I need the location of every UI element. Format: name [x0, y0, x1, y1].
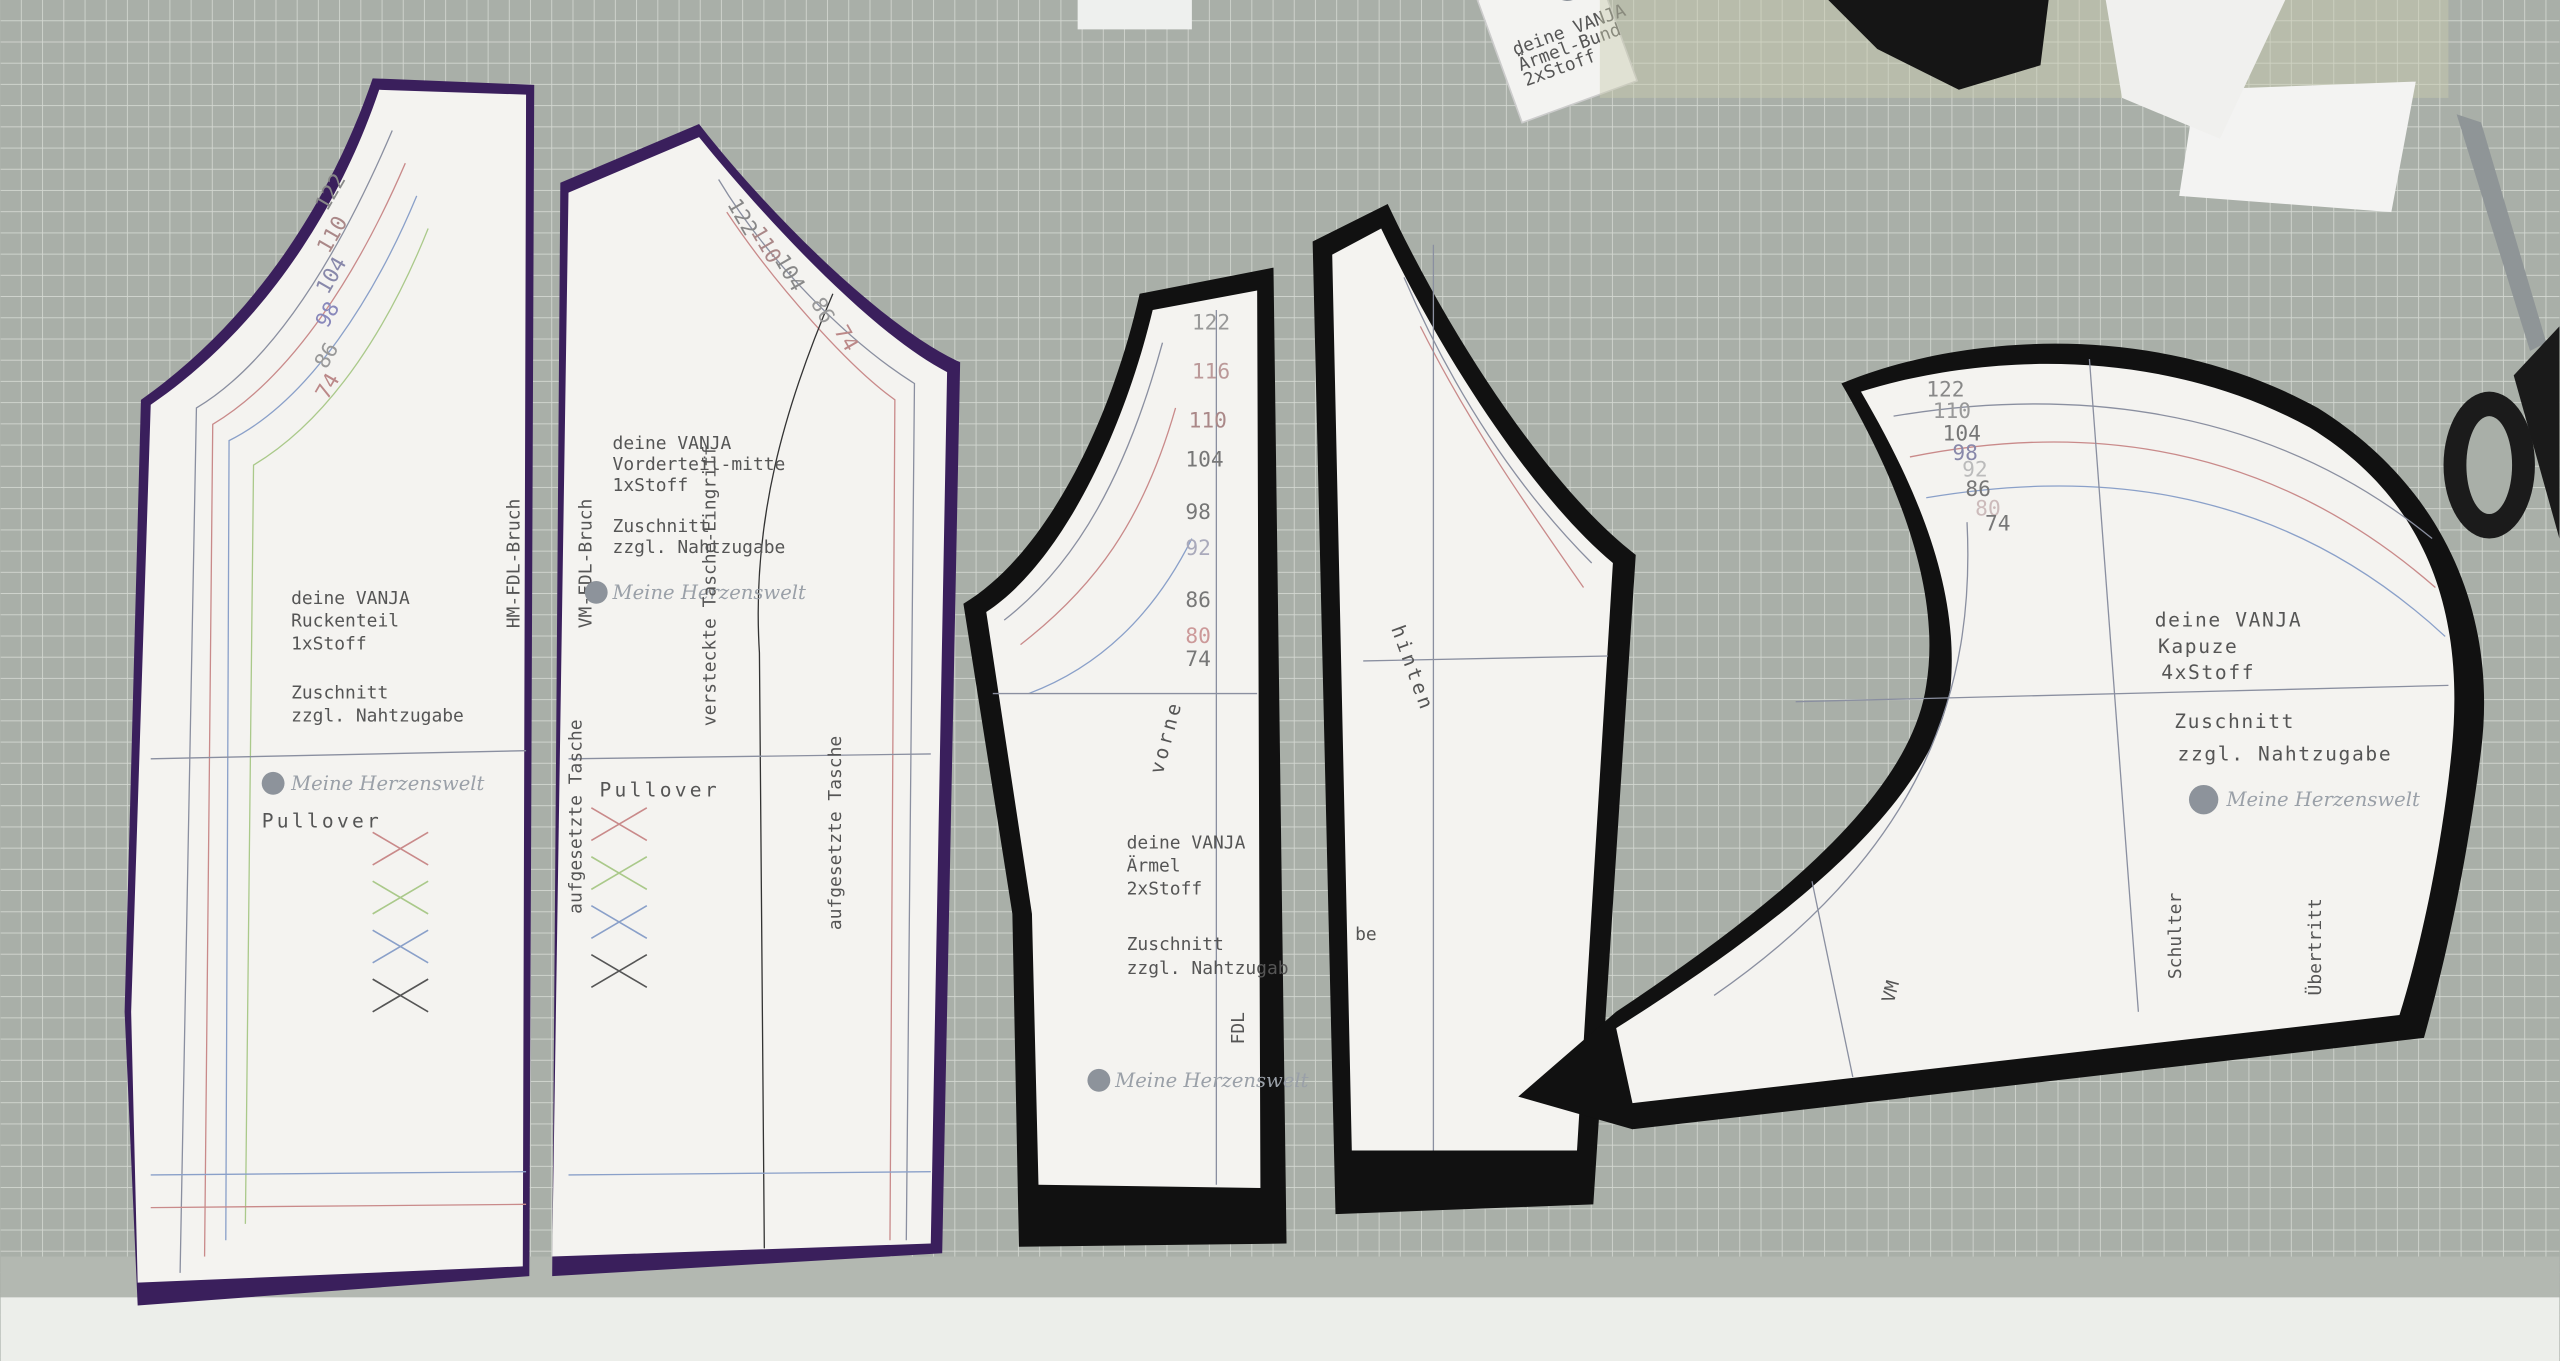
size-label: 116: [1192, 360, 1230, 385]
size-label: 74: [1985, 511, 2011, 536]
piece-note: zzgl. Nahtzugabe: [291, 705, 464, 726]
piece-name: Vorderteil-mitte: [613, 454, 786, 475]
fold-label: FDL: [1228, 1012, 1249, 1044]
piece-note: zzgl. Nahtzugabe: [2178, 742, 2393, 765]
logo-text: Meine Herzenswelt: [612, 581, 806, 604]
logo-icon: [1087, 1068, 1111, 1092]
scissors-icon: [2443, 114, 2560, 539]
size-label: 92: [1962, 458, 1988, 483]
logo-text: Meine Herzenswelt: [290, 772, 484, 795]
pocket-label: aufgesetzte Tasche: [825, 736, 846, 930]
paper-scrap: [2105, 0, 2286, 139]
size-label: 86: [1185, 588, 1211, 613]
piece-title: deine VANJA: [1127, 833, 1246, 854]
paper-scrap: [2179, 81, 2416, 213]
fold-label: HM-FDL-Bruch: [504, 499, 525, 629]
piece-note: zzgl. Nahtzugab: [1127, 958, 1289, 979]
piece-name: Ärmel: [1127, 855, 1181, 876]
size-label: 110: [1189, 409, 1227, 434]
size-label: 122: [1926, 378, 1964, 403]
pattern-piece-hood[interactable]: 122 110 104 98 92 86 80 74 deine VANJA K…: [1518, 343, 2485, 1130]
view-label: Pullover: [600, 778, 720, 801]
logo-icon: [261, 771, 285, 795]
pattern-piece-front[interactable]: 122 110 104 86 74 VM-FDL-Bruch deine VAN…: [552, 124, 961, 1277]
table-edge: [0, 1297, 2560, 1361]
paper-card: [1077, 0, 1192, 30]
pattern-piece-sleeve-front[interactable]: 122 116 110 104 98 92 86 80 74 vorne dei…: [963, 267, 1309, 1247]
logo-icon: [2188, 784, 2219, 815]
piece-note: Zuschnitt: [1127, 934, 1224, 955]
black-fabric-scrap: [1828, 0, 2049, 90]
size-labels: 122 110 104 98 92 86 80 74: [1926, 378, 2010, 537]
fold-label: VM-FDL-Bruch: [575, 499, 596, 629]
view-label: Pullover: [262, 809, 382, 832]
size-label: 104: [1185, 448, 1223, 473]
size-label: 98: [1185, 500, 1211, 525]
piece-qty: 1xStoff: [613, 475, 689, 496]
piece-title: deine VANJA: [291, 588, 410, 609]
size-label: 80: [1975, 497, 2001, 522]
piece-note: zzgl. Nahtzugabe: [613, 537, 786, 558]
logo-text: Meine Herzenswelt: [1114, 1069, 1308, 1092]
piece-name: Ruckenteil: [291, 611, 399, 632]
pattern-piece-back[interactable]: 122 110 104 98 86 74 deine VANJA Ruckent…: [124, 78, 535, 1306]
piece-title: deine VANJA: [613, 433, 732, 454]
piece-qty: 4xStoff: [2161, 661, 2255, 684]
hood-mark: Übertritt: [2304, 898, 2326, 995]
size-labels: 122 116 110 104 98 92 86 80 74: [1185, 311, 1230, 672]
size-label: 86: [1965, 477, 1991, 502]
size-label: 110: [1933, 399, 1971, 424]
scissor-marks: [590, 807, 648, 988]
piece-title: deine VANJA: [2155, 609, 2303, 632]
size-label: 122: [1192, 311, 1230, 336]
size-label: 98: [1952, 441, 1978, 466]
scissor-marks: [372, 831, 429, 1013]
text-fragment: be: [1355, 924, 1377, 945]
piece-note: Zuschnitt: [2174, 710, 2295, 733]
pocket-label: aufgesetzte Tasche: [566, 719, 587, 913]
piece-note: Zuschnitt: [613, 516, 710, 537]
pocket-label: versteckte Tasche-Eingriff: [699, 445, 720, 726]
size-label: 104: [1943, 422, 1981, 447]
size-label: 80: [1185, 624, 1211, 649]
folded-pattern-card: deine VANJA Ärmel-Bund 2xStoff: [1476, 0, 1639, 124]
piece-note: Zuschnitt: [291, 682, 388, 703]
piece-qty: 1xStoff: [291, 633, 367, 654]
piece-qty: 2xStoff: [1127, 878, 1203, 899]
logo-icon: [584, 580, 608, 604]
hood-mark: Schulter: [2165, 893, 2186, 980]
size-label: 92: [1185, 536, 1211, 561]
size-label: 74: [1185, 647, 1211, 672]
piece-name: Kapuze: [2158, 635, 2239, 658]
pattern-piece-sleeve-back[interactable]: hinten be: [1312, 203, 1636, 1215]
logo-text: Meine Herzenswelt: [2225, 788, 2419, 811]
